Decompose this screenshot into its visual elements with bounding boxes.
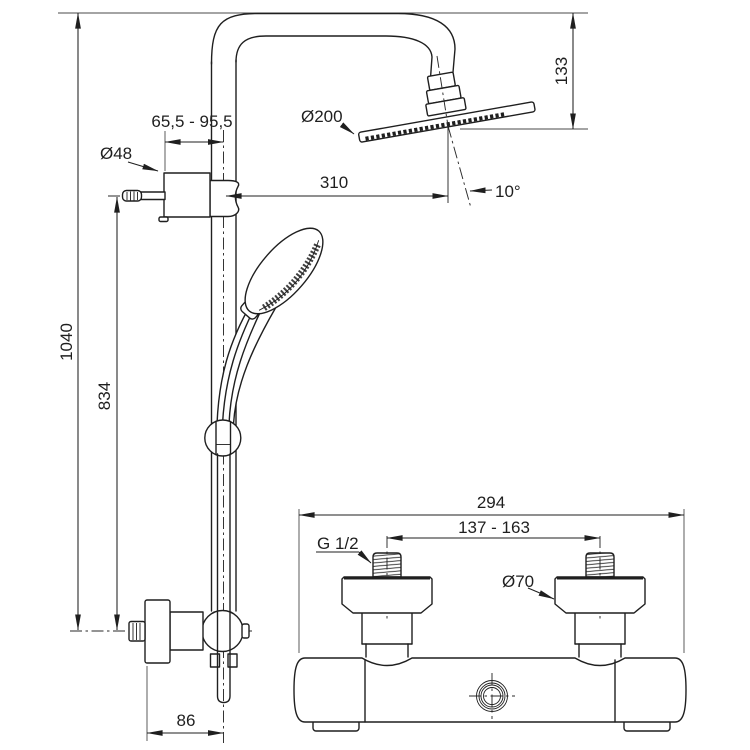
bracket-body	[163, 172, 211, 218]
label-rail-height: 834	[95, 382, 114, 410]
head-axis-upper	[436, 55, 449, 127]
head-axis-tilted	[447, 125, 472, 209]
label-total-height: 1040	[57, 323, 76, 361]
elbow-joint	[201, 609, 244, 653]
label-escutcheon-diameter: Ø70	[502, 572, 534, 591]
label-body-width: 294	[477, 493, 505, 512]
slider-holder	[204, 419, 242, 457]
wall-bracket	[121, 172, 240, 223]
mixer-valve	[293, 536, 687, 732]
mixer-center-rosette	[469, 673, 515, 719]
label-bracket-range: 65,5 - 95,5	[151, 112, 232, 131]
inlet-thread-left	[372, 552, 402, 578]
label-head-drop: 133	[552, 57, 571, 85]
elbow-cylinder	[169, 611, 204, 651]
leader-10deg	[469, 187, 493, 194]
leader-dia48	[127, 161, 159, 172]
label-bracket-diameter: Ø48	[100, 144, 132, 163]
bottom-elbow-connection	[128, 453, 250, 704]
mixer-escutcheon-left	[341, 576, 433, 614]
dimension-lines-mixer	[298, 509, 685, 653]
mixer-inlet-columns	[361, 612, 626, 658]
spray-nozzles	[365, 112, 506, 141]
mixer-body	[293, 657, 687, 723]
leader-g12	[357, 550, 372, 564]
wall-escutcheon	[144, 599, 171, 664]
leader-dia70	[527, 587, 555, 600]
elbow-nub-right	[227, 653, 238, 668]
label-outlet-depth: 86	[177, 711, 196, 730]
handle-edge-left	[216, 303, 252, 425]
label-head-tilt: 10°	[495, 182, 521, 201]
handle-edge-right	[232, 307, 277, 425]
label-inlet-spacing: 137 - 163	[458, 518, 530, 537]
overhead-shower-joint	[425, 71, 467, 117]
lower-tube	[216, 453, 231, 704]
hand-shower	[216, 227, 324, 425]
inlet-thread-right	[585, 552, 615, 578]
leader-dia200	[339, 122, 355, 135]
bracket-screw-nub	[158, 216, 169, 223]
label-inlet-thread: G 1/2	[317, 534, 359, 553]
wall-nipple	[128, 620, 146, 642]
bracket-pin-knurl	[121, 189, 143, 202]
label-head-diameter: Ø200	[301, 107, 343, 126]
hand-shower-head	[240, 227, 324, 320]
hand-shower-spray-face	[261, 243, 321, 311]
dimension-lines-main	[75, 12, 576, 741]
mixer-escutcheon-right	[554, 576, 646, 614]
bracket-pipe-clamp	[209, 179, 240, 218]
label-head-reach: 310	[320, 173, 348, 192]
elbow-nub-left	[209, 653, 221, 668]
elbow-side-nub	[241, 623, 250, 639]
bracket-pin-shaft	[140, 191, 166, 201]
